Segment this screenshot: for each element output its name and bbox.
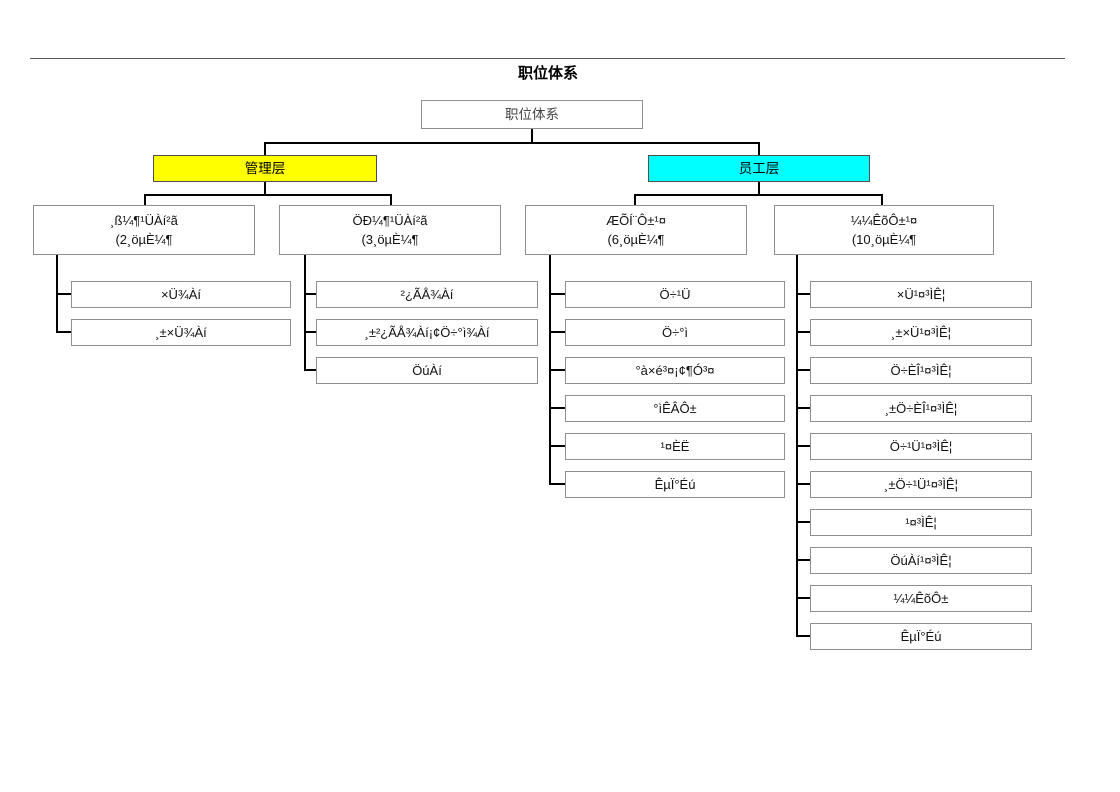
connector bbox=[264, 142, 760, 144]
leaf-node[interactable]: Ö÷¹Ü bbox=[565, 281, 785, 308]
leaf-node[interactable]: Ö÷°ì bbox=[565, 319, 785, 346]
group-title-line2: (3¸öµÈ¼¶ bbox=[361, 232, 419, 247]
leaf-node[interactable]: ¼¼ÊõÔ± bbox=[810, 585, 1032, 612]
page-title: 职位体系 bbox=[517, 65, 578, 82]
connector bbox=[144, 194, 146, 205]
leaf-label: ¼¼ÊõÔ± bbox=[893, 591, 949, 606]
connector bbox=[796, 407, 810, 409]
leaf-node[interactable]: ²¿ÃÅ¾­Àí bbox=[316, 281, 538, 308]
connector bbox=[796, 445, 810, 447]
leaf-label: Ö÷ÈÎ¹¤³ÌÊ¦ bbox=[890, 363, 952, 378]
leaf-label: ¸±Ö÷¹Ü¹¤³ÌÊ¦ bbox=[884, 477, 958, 492]
root-node-label: 职位体系 bbox=[505, 107, 559, 122]
group-node-senior-management[interactable]: ¸ß¼¶¹ÜÀí²ã (2¸öµÈ¼¶ bbox=[33, 205, 255, 255]
branch-node-staff-label: 员工层 bbox=[738, 161, 780, 176]
connector bbox=[304, 331, 316, 333]
leaf-node[interactable]: ÖúÀí¹¤³ÌÊ¦ bbox=[810, 547, 1032, 574]
connector bbox=[634, 194, 636, 205]
leaf-label: ¸±×Ü¹¤³ÌÊ¦ bbox=[891, 325, 951, 340]
connector bbox=[549, 407, 565, 409]
connector bbox=[549, 293, 565, 295]
leaf-node[interactable]: ÊµÏ°Éú bbox=[565, 471, 785, 498]
group-title-line2: (6¸öµÈ¼¶ bbox=[607, 232, 665, 247]
leaf-node[interactable]: ¹¤³ÌÊ¦ bbox=[810, 509, 1032, 536]
connector bbox=[758, 142, 760, 155]
leaf-label: ×Ü¹¤³ÌÊ¦ bbox=[896, 287, 946, 302]
connector bbox=[56, 293, 71, 295]
leaf-node[interactable]: ÖúÀí bbox=[316, 357, 538, 384]
leaf-label: Ö÷¹Ü¹¤³ÌÊ¦ bbox=[889, 439, 953, 454]
connector bbox=[531, 129, 533, 144]
leaf-label: ÖúÀí bbox=[412, 363, 442, 378]
connector bbox=[549, 445, 565, 447]
group-title-line1: ÆÕÍ¨Ô±¹¤ bbox=[606, 213, 666, 228]
connector bbox=[796, 559, 810, 561]
connector bbox=[796, 635, 810, 637]
connector bbox=[881, 194, 883, 205]
leaf-label: ×Ü¾­Àí bbox=[160, 287, 202, 302]
leaf-label: ¸±×Ü¾­Àí bbox=[155, 325, 207, 340]
leaf-node[interactable]: ¸±Ö÷ÈÎ¹¤³ÌÊ¦ bbox=[810, 395, 1032, 422]
leaf-label: °ìÊÂÔ± bbox=[653, 401, 697, 416]
connector bbox=[144, 194, 392, 196]
connector bbox=[796, 293, 810, 295]
group-title-line2: (10¸öµÈ¼¶ bbox=[851, 232, 917, 247]
leaf-node[interactable]: ×Ü¹¤³ÌÊ¦ bbox=[810, 281, 1032, 308]
leaf-label: °à×é³¤¡¢¶Ó³¤ bbox=[635, 363, 715, 378]
leaf-node[interactable]: °à×é³¤¡¢¶Ó³¤ bbox=[565, 357, 785, 384]
leaf-label: ÊµÏ°Éú bbox=[900, 629, 942, 644]
group-node-ordinary-staff[interactable]: ÆÕÍ¨Ô±¹¤ (6¸öµÈ¼¶ bbox=[525, 205, 747, 255]
group-title-line1: ¸ß¼¶¹ÜÀí²ã bbox=[110, 213, 178, 228]
connector bbox=[796, 369, 810, 371]
leaf-label: ¹¤ÈË bbox=[660, 439, 690, 454]
leaf-node[interactable]: ¸±²¿ÃÅ¾­Àí¡¢Ö÷°ì¾­Àí bbox=[316, 319, 538, 346]
leaf-label: ÊµÏ°Éú bbox=[654, 477, 696, 492]
leaf-node[interactable]: ÊµÏ°Éú bbox=[810, 623, 1032, 650]
connector bbox=[796, 483, 810, 485]
connector bbox=[264, 142, 266, 155]
leaf-node[interactable]: ¹¤ÈË bbox=[565, 433, 785, 460]
leaf-label: ¸±²¿ÃÅ¾­Àí¡¢Ö÷°ì¾­Àí bbox=[364, 325, 490, 340]
connector bbox=[56, 331, 71, 333]
group-title-line1: ¼¼ÊõÔ±¹¤ bbox=[850, 213, 918, 228]
connector bbox=[304, 369, 316, 371]
connector bbox=[549, 483, 565, 485]
branch-node-staff[interactable]: 员工层 bbox=[648, 155, 870, 182]
root-node[interactable]: 职位体系 bbox=[421, 100, 643, 129]
leaf-label: Ö÷¹Ü bbox=[659, 287, 691, 302]
leaf-node[interactable]: ¸±×Ü¹¤³ÌÊ¦ bbox=[810, 319, 1032, 346]
leaf-label: Ö÷°ì bbox=[661, 325, 689, 340]
branch-node-management[interactable]: 管理层 bbox=[153, 155, 377, 182]
header-divider bbox=[30, 58, 1065, 59]
leaf-node[interactable]: °ìÊÂÔ± bbox=[565, 395, 785, 422]
group-node-middle-management[interactable]: ÖÐ¼¶¹ÜÀí²ã (3¸öµÈ¼¶ bbox=[279, 205, 501, 255]
leaf-node[interactable]: Ö÷ÈÎ¹¤³ÌÊ¦ bbox=[810, 357, 1032, 384]
leaf-node[interactable]: ×Ü¾­Àí bbox=[71, 281, 291, 308]
connector bbox=[304, 255, 306, 371]
leaf-label: ¹¤³ÌÊ¦ bbox=[905, 515, 937, 530]
connector bbox=[549, 331, 565, 333]
leaf-label: ²¿ÃÅ¾­Àí bbox=[400, 287, 454, 302]
branch-node-management-label: 管理层 bbox=[244, 161, 286, 176]
connector bbox=[634, 194, 883, 196]
connector bbox=[549, 369, 565, 371]
connector bbox=[796, 331, 810, 333]
leaf-label: ¸±Ö÷ÈÎ¹¤³ÌÊ¦ bbox=[884, 401, 958, 416]
connector bbox=[796, 521, 810, 523]
connector bbox=[390, 194, 392, 205]
connector bbox=[264, 182, 266, 195]
leaf-node[interactable]: ¸±Ö÷¹Ü¹¤³ÌÊ¦ bbox=[810, 471, 1032, 498]
leaf-label: ÖúÀí¹¤³ÌÊ¦ bbox=[890, 553, 952, 568]
connector bbox=[758, 182, 760, 195]
group-title-line1: ÖÐ¼¶¹ÜÀí²ã bbox=[352, 213, 428, 228]
connector bbox=[796, 597, 810, 599]
group-node-technical-staff[interactable]: ¼¼ÊõÔ±¹¤ (10¸öµÈ¼¶ bbox=[774, 205, 994, 255]
leaf-node[interactable]: ¸±×Ü¾­Àí bbox=[71, 319, 291, 346]
leaf-node[interactable]: Ö÷¹Ü¹¤³ÌÊ¦ bbox=[810, 433, 1032, 460]
group-title-line2: (2¸öµÈ¼¶ bbox=[115, 232, 173, 247]
connector bbox=[304, 293, 316, 295]
